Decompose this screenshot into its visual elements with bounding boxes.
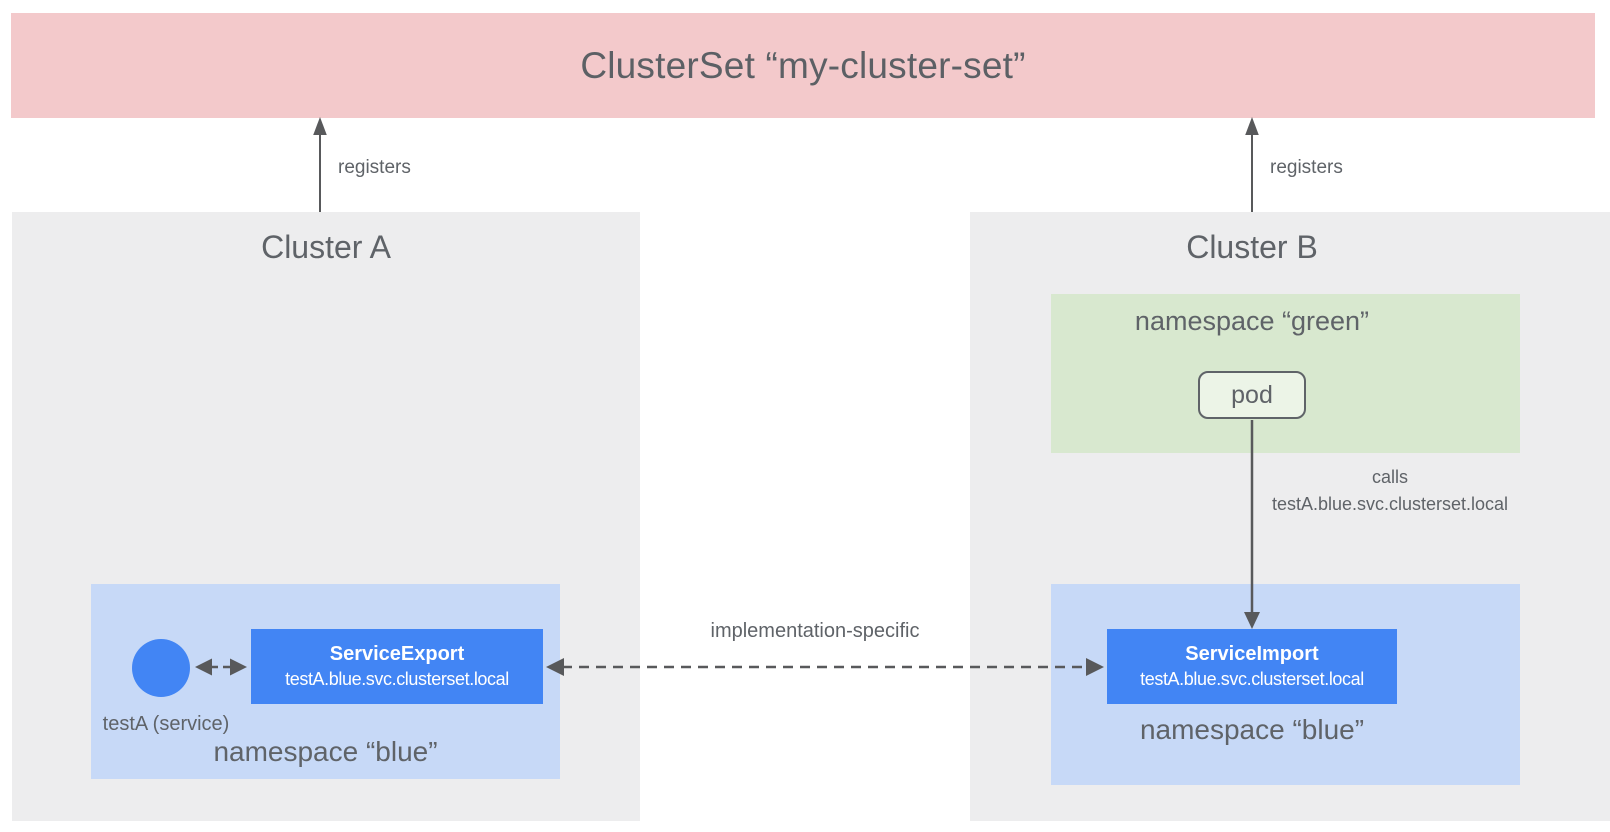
clusterset-banner: ClusterSet “my-cluster-set” xyxy=(11,13,1595,118)
arrow-up-icon xyxy=(1245,117,1259,135)
cluster-a-title: Cluster A xyxy=(261,229,391,265)
namespace-green-title: namespace “green” xyxy=(1134,306,1370,336)
service-import-kind: ServiceImport xyxy=(1185,643,1319,665)
arrow-up-icon xyxy=(313,117,327,135)
registers-arrow-left xyxy=(313,117,327,212)
pod-label: pod xyxy=(1231,380,1273,409)
service-import-box: ServiceImport testA.blue.svc.clusterset.… xyxy=(1107,629,1397,704)
calls-label-line1: calls xyxy=(1371,467,1408,487)
service-export-box: ServiceExport testA.blue.svc.clusterset.… xyxy=(251,629,543,704)
cluster-b-namespace-blue-title: namespace “blue” xyxy=(1139,714,1365,745)
pod-box: pod xyxy=(1198,371,1306,419)
service-export-kind: ServiceExport xyxy=(329,643,465,665)
cluster-b-title: Cluster B xyxy=(1186,229,1318,265)
implementation-specific-label: implementation-specific xyxy=(710,620,920,642)
service-circle-label: testA (service) xyxy=(102,713,230,735)
service-export-dns: testA.blue.svc.clusterset.local xyxy=(285,669,509,689)
registers-label-right: registers xyxy=(1270,157,1343,178)
clusterset-title: ClusterSet “my-cluster-set” xyxy=(580,44,1026,86)
cluster-a-namespace-blue-title: namespace “blue” xyxy=(213,736,438,767)
calls-label: calls testA.blue.svc.clusterset.local xyxy=(1258,464,1522,518)
service-import-dns: testA.blue.svc.clusterset.local xyxy=(1140,669,1364,689)
service-circle xyxy=(132,639,190,697)
registers-label-left: registers xyxy=(338,157,411,178)
calls-label-line2: testA.blue.svc.clusterset.local xyxy=(1271,494,1509,514)
registers-arrow-right xyxy=(1245,117,1259,212)
